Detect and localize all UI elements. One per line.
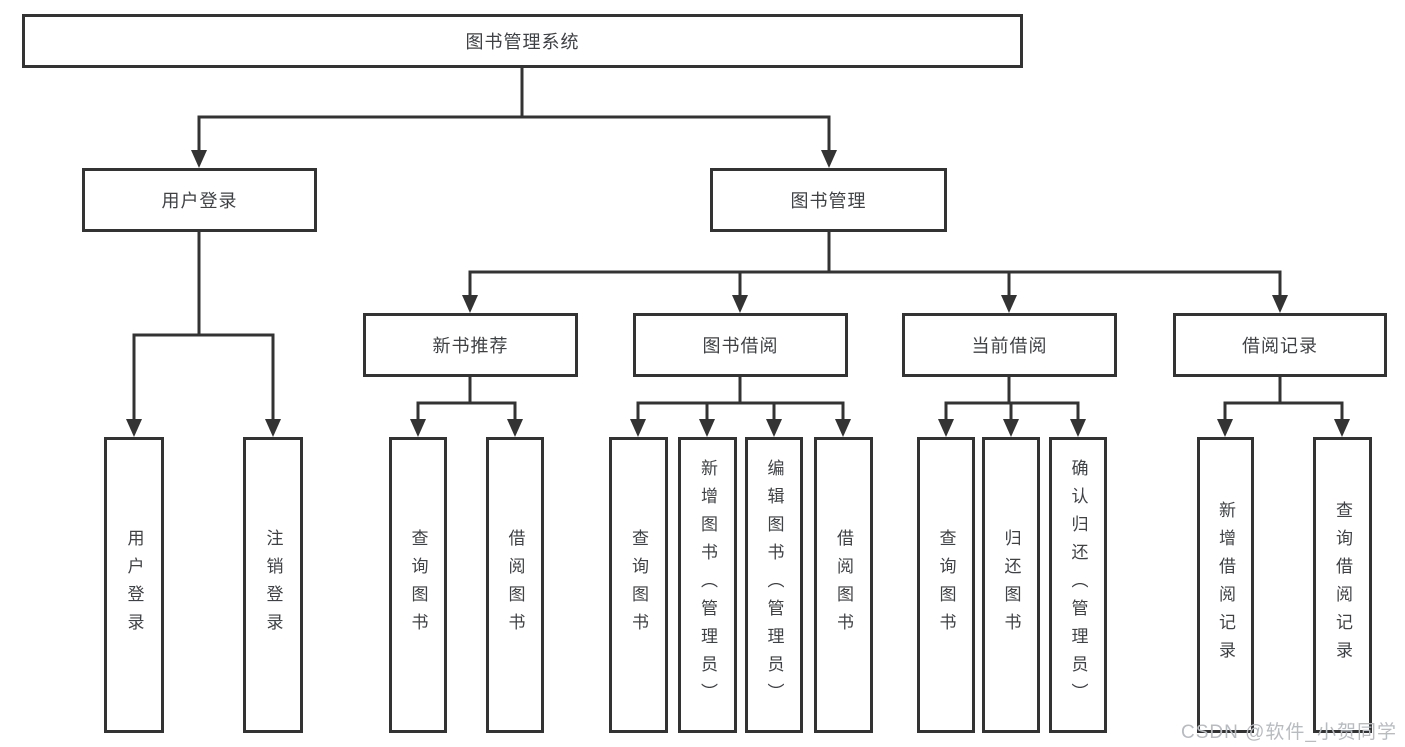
node-book-borrowing: 图书借阅: [633, 313, 848, 377]
node-add-books-admin: 新增图书（管理员）: [678, 437, 737, 733]
node-current-query-books: 查询图书: [917, 437, 975, 733]
node-recommend-query-books: 查询图书: [389, 437, 447, 733]
node-borrow-records: 借阅记录: [1173, 313, 1387, 377]
node-logout-action: 注销登录: [243, 437, 303, 733]
node-library-management-system: 图书管理系统: [22, 14, 1023, 68]
node-borrowing-query-books: 查询图书: [609, 437, 668, 733]
node-new-book-recommend: 新书推荐: [363, 313, 578, 377]
node-edit-books-admin: 编辑图书（管理员）: [745, 437, 803, 733]
node-user-login-action: 用户登录: [104, 437, 164, 733]
node-return-books: 归还图书: [982, 437, 1040, 733]
node-confirm-return-admin: 确认归还（管理员）: [1049, 437, 1107, 733]
node-recommend-borrow-books: 借阅图书: [486, 437, 544, 733]
node-current-borrowing: 当前借阅: [902, 313, 1117, 377]
node-query-borrow-record: 查询借阅记录: [1313, 437, 1372, 733]
node-add-borrow-record: 新增借阅记录: [1197, 437, 1254, 733]
node-user-login: 用户登录: [82, 168, 317, 232]
csdn-watermark: CSDN @软件_小贺同学: [1181, 722, 1397, 743]
node-book-management: 图书管理: [710, 168, 947, 232]
node-borrowing-borrow-books: 借阅图书: [814, 437, 873, 733]
